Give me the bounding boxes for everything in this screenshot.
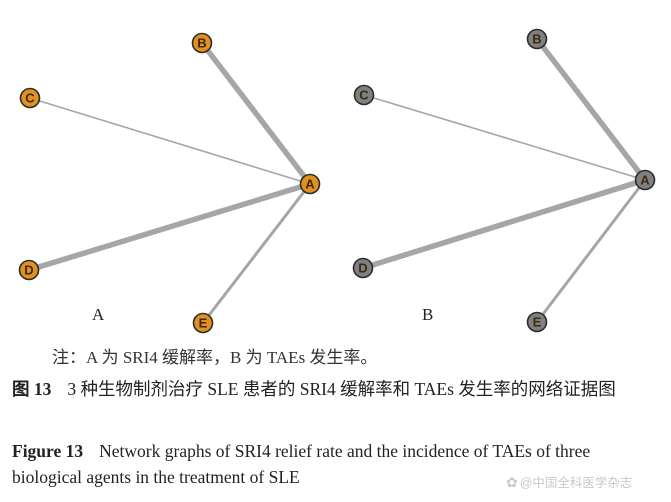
node-label-d: D: [24, 263, 33, 278]
node-c: [353, 84, 375, 106]
watermark-text: @中国全科医学杂志: [519, 476, 633, 490]
edge-a-c: [363, 94, 646, 181]
node-a: [634, 169, 656, 191]
caption-chinese-number: 图 13: [12, 379, 52, 399]
node-label-b: B: [197, 36, 206, 51]
caption-chinese-text: 3 种生物制剂治疗 SLE 患者的 SRI4 缓解率和 TAEs 发生率的网络证…: [67, 379, 616, 399]
node-label-d: D: [358, 261, 367, 276]
node-label-c: C: [25, 91, 35, 106]
node-d: [18, 259, 40, 281]
edge-a-c: [29, 97, 311, 185]
node-label-c: C: [359, 88, 369, 103]
network-panel-b: A B C D E B: [352, 28, 656, 333]
node-label-a: A: [640, 173, 650, 188]
panel-label-b: B: [422, 305, 433, 324]
caption-chinese: 图 13 3 种生物制剂治疗 SLE 患者的 SRI4 缓解率和 TAEs 发生率…: [12, 376, 662, 402]
edge-a-d: [26, 181, 313, 273]
node-b: [191, 32, 213, 54]
node-label-e: E: [199, 316, 208, 331]
edge-a-b: [534, 36, 648, 183]
edge-a-e: [201, 182, 312, 325]
caption-english-text: Network graphs of SRI4 relief rate and t…: [12, 441, 591, 487]
edge-a-b: [199, 40, 313, 187]
node-label-e: E: [533, 315, 542, 330]
node-label-b: B: [532, 32, 541, 47]
node-e: [192, 312, 214, 334]
node-label-a: A: [305, 177, 315, 192]
panel-label-a: A: [92, 305, 105, 324]
network-graphs: A B C D E A A B C D E B: [18, 28, 656, 334]
node-e: [526, 311, 548, 333]
journal-watermark: ✿@中国全科医学杂志: [506, 472, 632, 491]
edge-a-e: [535, 178, 647, 324]
node-c: [19, 87, 41, 109]
network-panel-a: A B C D E A: [18, 32, 321, 334]
node-b: [526, 28, 548, 50]
node-a: [299, 173, 321, 195]
node-d: [352, 257, 374, 279]
figure-note: 注：A 为 SRI4 缓解率，B 为 TAEs 发生率。: [52, 348, 378, 367]
edge-a-d: [360, 177, 648, 271]
caption-english-number: Figure 13: [12, 441, 84, 461]
leaf-icon: ✿: [506, 474, 518, 490]
